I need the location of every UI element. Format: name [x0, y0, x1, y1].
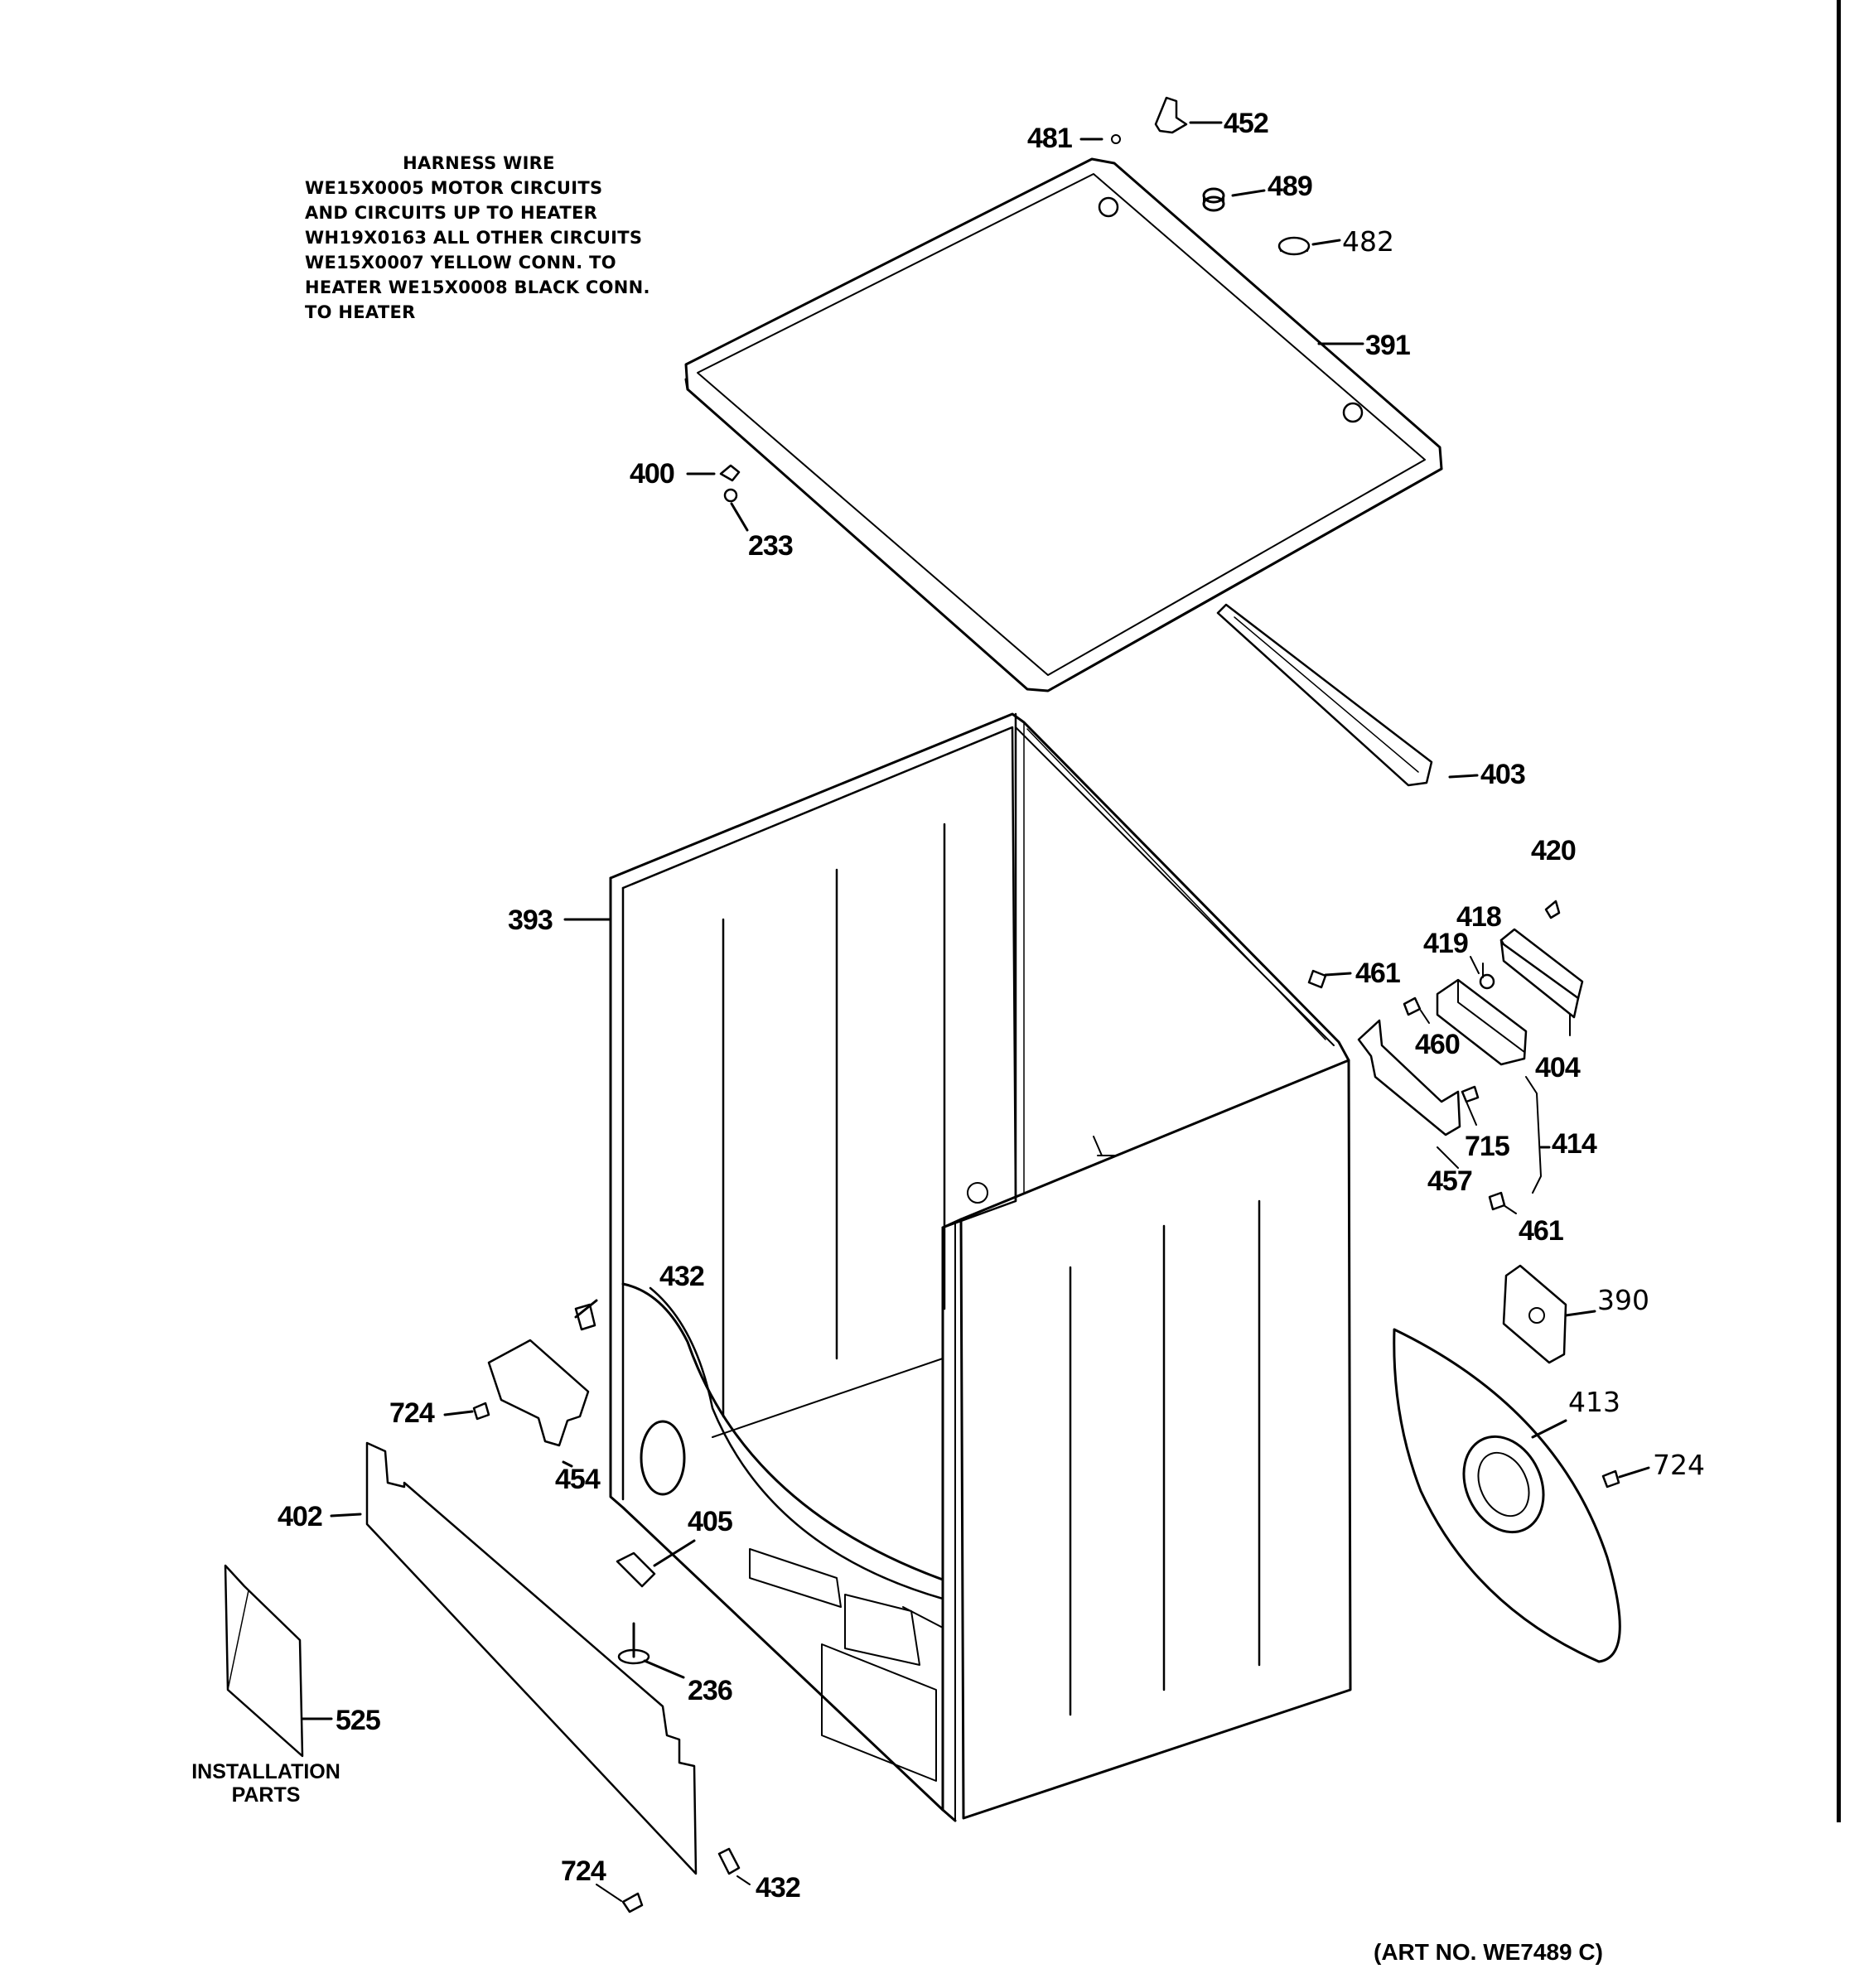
- page-frame-right-border: [1837, 0, 1841, 1822]
- harness-note-line: WE15X0005 MOTOR CIRCUITS: [305, 178, 603, 198]
- part-233-screw: [723, 488, 738, 503]
- art-number: (ART NO. WE7489 C): [1374, 1939, 1603, 1965]
- part-405-clip: [616, 1551, 656, 1588]
- part-label-432-upper: 432: [659, 1261, 704, 1292]
- part-724-screw-bottom: [621, 1892, 644, 1913]
- part-236-leveling-leg: [617, 1622, 650, 1665]
- part-419-terminal-block: [1436, 978, 1528, 1066]
- part-label-403: 403: [1480, 759, 1525, 790]
- part-432-clip-upper: [574, 1303, 596, 1331]
- part-481-clip: [1111, 134, 1121, 144]
- part-715-screw: [1461, 1085, 1480, 1103]
- harness-note-line: AND CIRCUITS UP TO HEATER: [305, 203, 598, 223]
- part-label-482: 482: [1342, 225, 1394, 258]
- harness-wire-note: HARNESS WIRE WE15X0005 MOTOR CIRCUITS AN…: [305, 151, 703, 325]
- installation-caption-line: PARTS: [231, 1783, 301, 1807]
- part-482-plug: [1277, 236, 1311, 256]
- installation-caption-line: INSTALLATION: [191, 1760, 340, 1783]
- part-420-screw: [1544, 900, 1561, 919]
- part-label-715: 715: [1465, 1131, 1509, 1162]
- part-489-grommet: [1202, 187, 1225, 212]
- harness-note-line: TO HEATER: [305, 302, 416, 322]
- part-label-419: 419: [1423, 928, 1468, 959]
- part-413-rear-panel: [1393, 1328, 1621, 1663]
- part-label-489: 489: [1268, 171, 1312, 202]
- part-label-402: 402: [278, 1501, 322, 1532]
- part-label-724-bottom: 724: [561, 1855, 606, 1887]
- part-461-screw-upper: [1307, 969, 1327, 989]
- part-label-405: 405: [688, 1506, 732, 1537]
- installation-parts-caption: INSTALLATION PARTS: [187, 1760, 345, 1807]
- part-label-461-lower: 461: [1519, 1215, 1563, 1247]
- part-label-724-rear: 724: [1653, 1449, 1705, 1481]
- cabinet-393: [609, 712, 1352, 1822]
- part-457-bracket: [1357, 1019, 1461, 1136]
- part-525-envelope: [224, 1564, 304, 1758]
- part-400-clip: [719, 464, 741, 482]
- part-724-screw-rear: [1601, 1469, 1620, 1489]
- part-label-420: 420: [1531, 835, 1576, 866]
- part-number-labels: 481 452 489 482 391 400 233 403 393 420 …: [278, 108, 1705, 1904]
- part-432-clip-lower: [717, 1847, 741, 1875]
- part-label-525: 525: [336, 1705, 380, 1736]
- part-390-plate: [1502, 1264, 1567, 1364]
- part-452-bracket: [1154, 96, 1188, 134]
- part-label-390: 390: [1597, 1284, 1649, 1316]
- part-label-432-lower: 432: [756, 1872, 800, 1904]
- part-label-460: 460: [1415, 1029, 1460, 1060]
- part-724-screw-left: [472, 1402, 490, 1421]
- part-label-481: 481: [1027, 123, 1072, 154]
- part-label-452: 452: [1224, 108, 1268, 139]
- harness-note-line: HEATER WE15X0008 BLACK CONN.: [305, 277, 650, 297]
- part-label-413: 413: [1568, 1386, 1620, 1418]
- part-label-391: 391: [1365, 330, 1410, 361]
- part-label-461-upper: 461: [1355, 958, 1400, 989]
- part-461-screw-lower: [1488, 1191, 1506, 1211]
- harness-note-title: HARNESS WIRE: [403, 153, 555, 173]
- part-label-233: 233: [748, 530, 793, 562]
- part-404-shield: [1499, 928, 1584, 1019]
- harness-note-line: WH19X0163 ALL OTHER CIRCUITS: [305, 228, 643, 248]
- part-414-wire: [1525, 1076, 1542, 1194]
- part-label-404: 404: [1535, 1052, 1581, 1083]
- part-label-393: 393: [508, 905, 553, 936]
- part-454-bracket: [487, 1339, 590, 1447]
- part-label-418: 418: [1456, 901, 1501, 933]
- part-label-724-left: 724: [389, 1397, 435, 1429]
- harness-note-line: WE15X0007 YELLOW CONN. TO: [305, 253, 616, 273]
- part-label-457: 457: [1427, 1165, 1472, 1197]
- part-402-toe-panel: [365, 1441, 698, 1875]
- top-panel-391: [684, 157, 1443, 692]
- part-460-screw: [1403, 996, 1422, 1016]
- part-label-400: 400: [630, 458, 674, 490]
- part-418-nut: [1479, 973, 1495, 990]
- part-label-414: 414: [1552, 1128, 1597, 1160]
- part-403-strip: [1216, 603, 1433, 787]
- part-label-236: 236: [688, 1675, 732, 1706]
- part-label-454: 454: [555, 1464, 601, 1495]
- leader-lines: [301, 121, 1650, 1902]
